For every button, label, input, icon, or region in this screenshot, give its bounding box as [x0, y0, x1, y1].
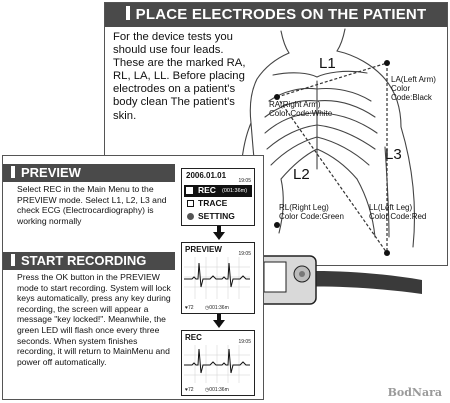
lead-l2-line: [276, 96, 388, 254]
preview-screen-title: PREVIEW: [185, 245, 222, 254]
rl-electrode-name: RL(Right Leg): [279, 203, 329, 212]
menu-item-rec-label: REC: [198, 185, 216, 195]
heart-icon: ♥: [185, 305, 188, 311]
ll-electrode-name: LL(Left Leg): [369, 203, 413, 212]
la-electrode-name: LA(Left Arm): [391, 75, 436, 84]
rec-icon: [186, 187, 193, 194]
menu-date: 2006.01.01: [186, 171, 227, 180]
clock-icon: ◷: [204, 305, 210, 311]
holter-device-button-center: [299, 271, 305, 277]
preview-ecg-trace: [184, 257, 250, 299]
trace-icon: [187, 200, 194, 207]
ra-electrode-name: RA(Right Arm): [269, 100, 321, 109]
ll-electrode-label: LL(Left Leg) Color Code:Red: [369, 203, 426, 221]
preview-elapsed-time: 001:36m: [209, 305, 229, 311]
menu-item-trace-label: TRACE: [198, 198, 228, 208]
down-arrow-head: [213, 320, 225, 328]
rec-screen-status: ♥72 ◷001:36m: [185, 387, 229, 393]
preview-ecg-line: [184, 262, 250, 288]
rec-ecg-line: [184, 348, 250, 374]
ll-electrode-color: Color Code:Red: [369, 212, 427, 221]
rec-ecg-trace: [184, 345, 250, 383]
ra-electrode-label: RA(Right Arm) Color Code:White: [269, 100, 332, 118]
start-recording-text: Press the OK button in the PREVIEW mode …: [17, 272, 171, 367]
electrode-intro-text: For the device tests you should use four…: [113, 31, 246, 122]
down-arrow-head: [213, 232, 225, 240]
rl-electrode-color: Color Code:Green: [279, 212, 344, 221]
menu-item-rec[interactable]: REC (001:36m): [184, 185, 252, 197]
down-arrow-icon: [213, 226, 225, 240]
menu-item-setting-label: SETTING: [198, 211, 235, 221]
ll-electrode-dot: [384, 250, 390, 256]
start-recording-heading-text: START RECORDING: [21, 253, 147, 268]
ra-electrode-dot: [274, 94, 280, 100]
main-menu-screen: 2006.01.01 19:05 REC (001:36m) TRACE SET…: [181, 168, 255, 226]
rec-screen-clock: 19:05: [238, 339, 251, 345]
preview-screen: PREVIEW 19:05 ♥72 ◷001:36m: [181, 242, 255, 314]
electrode-placement-title: PLACE ELECTRODES ON THE PATIENT: [105, 3, 447, 27]
heart-icon: ♥: [185, 387, 188, 393]
down-arrow-stem: [217, 226, 221, 232]
rec-elapsed-time: 001:36m: [209, 387, 229, 393]
preview-screen-status: ♥72 ◷001:36m: [185, 305, 229, 311]
bodnara-logo: BodNara: [387, 386, 442, 399]
clock-icon: ◷: [204, 387, 210, 393]
menu-item-setting[interactable]: SETTING: [184, 211, 252, 223]
rec-heart-rate: 72: [187, 387, 194, 393]
electrode-placement-title-text: PLACE ELECTRODES ON THE PATIENT: [135, 6, 427, 23]
down-arrow-stem: [217, 314, 221, 320]
rl-electrode-label: RL(Right Leg) Color Code:Green: [279, 203, 344, 221]
lead-l2-label: L2: [293, 166, 310, 183]
holter-device-screen: [263, 261, 287, 293]
setting-icon: [187, 213, 194, 220]
lead-l1-label: L1: [319, 55, 336, 72]
down-arrow-icon: [213, 314, 225, 328]
ra-electrode-color: Color Code:White: [269, 109, 333, 118]
preview-heading-text: PREVIEW: [21, 165, 81, 180]
rec-screen: REC 19:05 ♥72 ◷001:36m: [181, 330, 255, 396]
instructions-panel: PREVIEW Select REC in the Main Menu to t…: [2, 155, 264, 400]
holter-device-belt: [232, 255, 422, 305]
preview-screen-clock: 19:05: [238, 251, 251, 257]
preview-heart-rate: 72: [187, 305, 194, 311]
menu-clock: 19:05: [238, 178, 251, 184]
menu-item-trace[interactable]: TRACE: [184, 198, 252, 210]
torso-illustration: [240, 28, 416, 258]
rl-electrode-dot: [274, 222, 280, 228]
lead-l3-label: L3: [385, 146, 402, 163]
start-recording-heading: START RECORDING: [3, 252, 175, 270]
menu-item-rec-time: (001:36m): [222, 188, 248, 194]
preview-heading: PREVIEW: [3, 164, 175, 182]
rec-screen-title: REC: [185, 333, 202, 342]
preview-text: Select REC in the Main Menu to the PREVI…: [17, 184, 167, 226]
la-electrode-dot: [384, 60, 390, 66]
la-electrode-color: Color Code:Black: [391, 84, 432, 102]
lead-l1-line: [276, 62, 388, 98]
la-electrode-label: LA(Left Arm) Color Code:Black: [391, 75, 447, 102]
